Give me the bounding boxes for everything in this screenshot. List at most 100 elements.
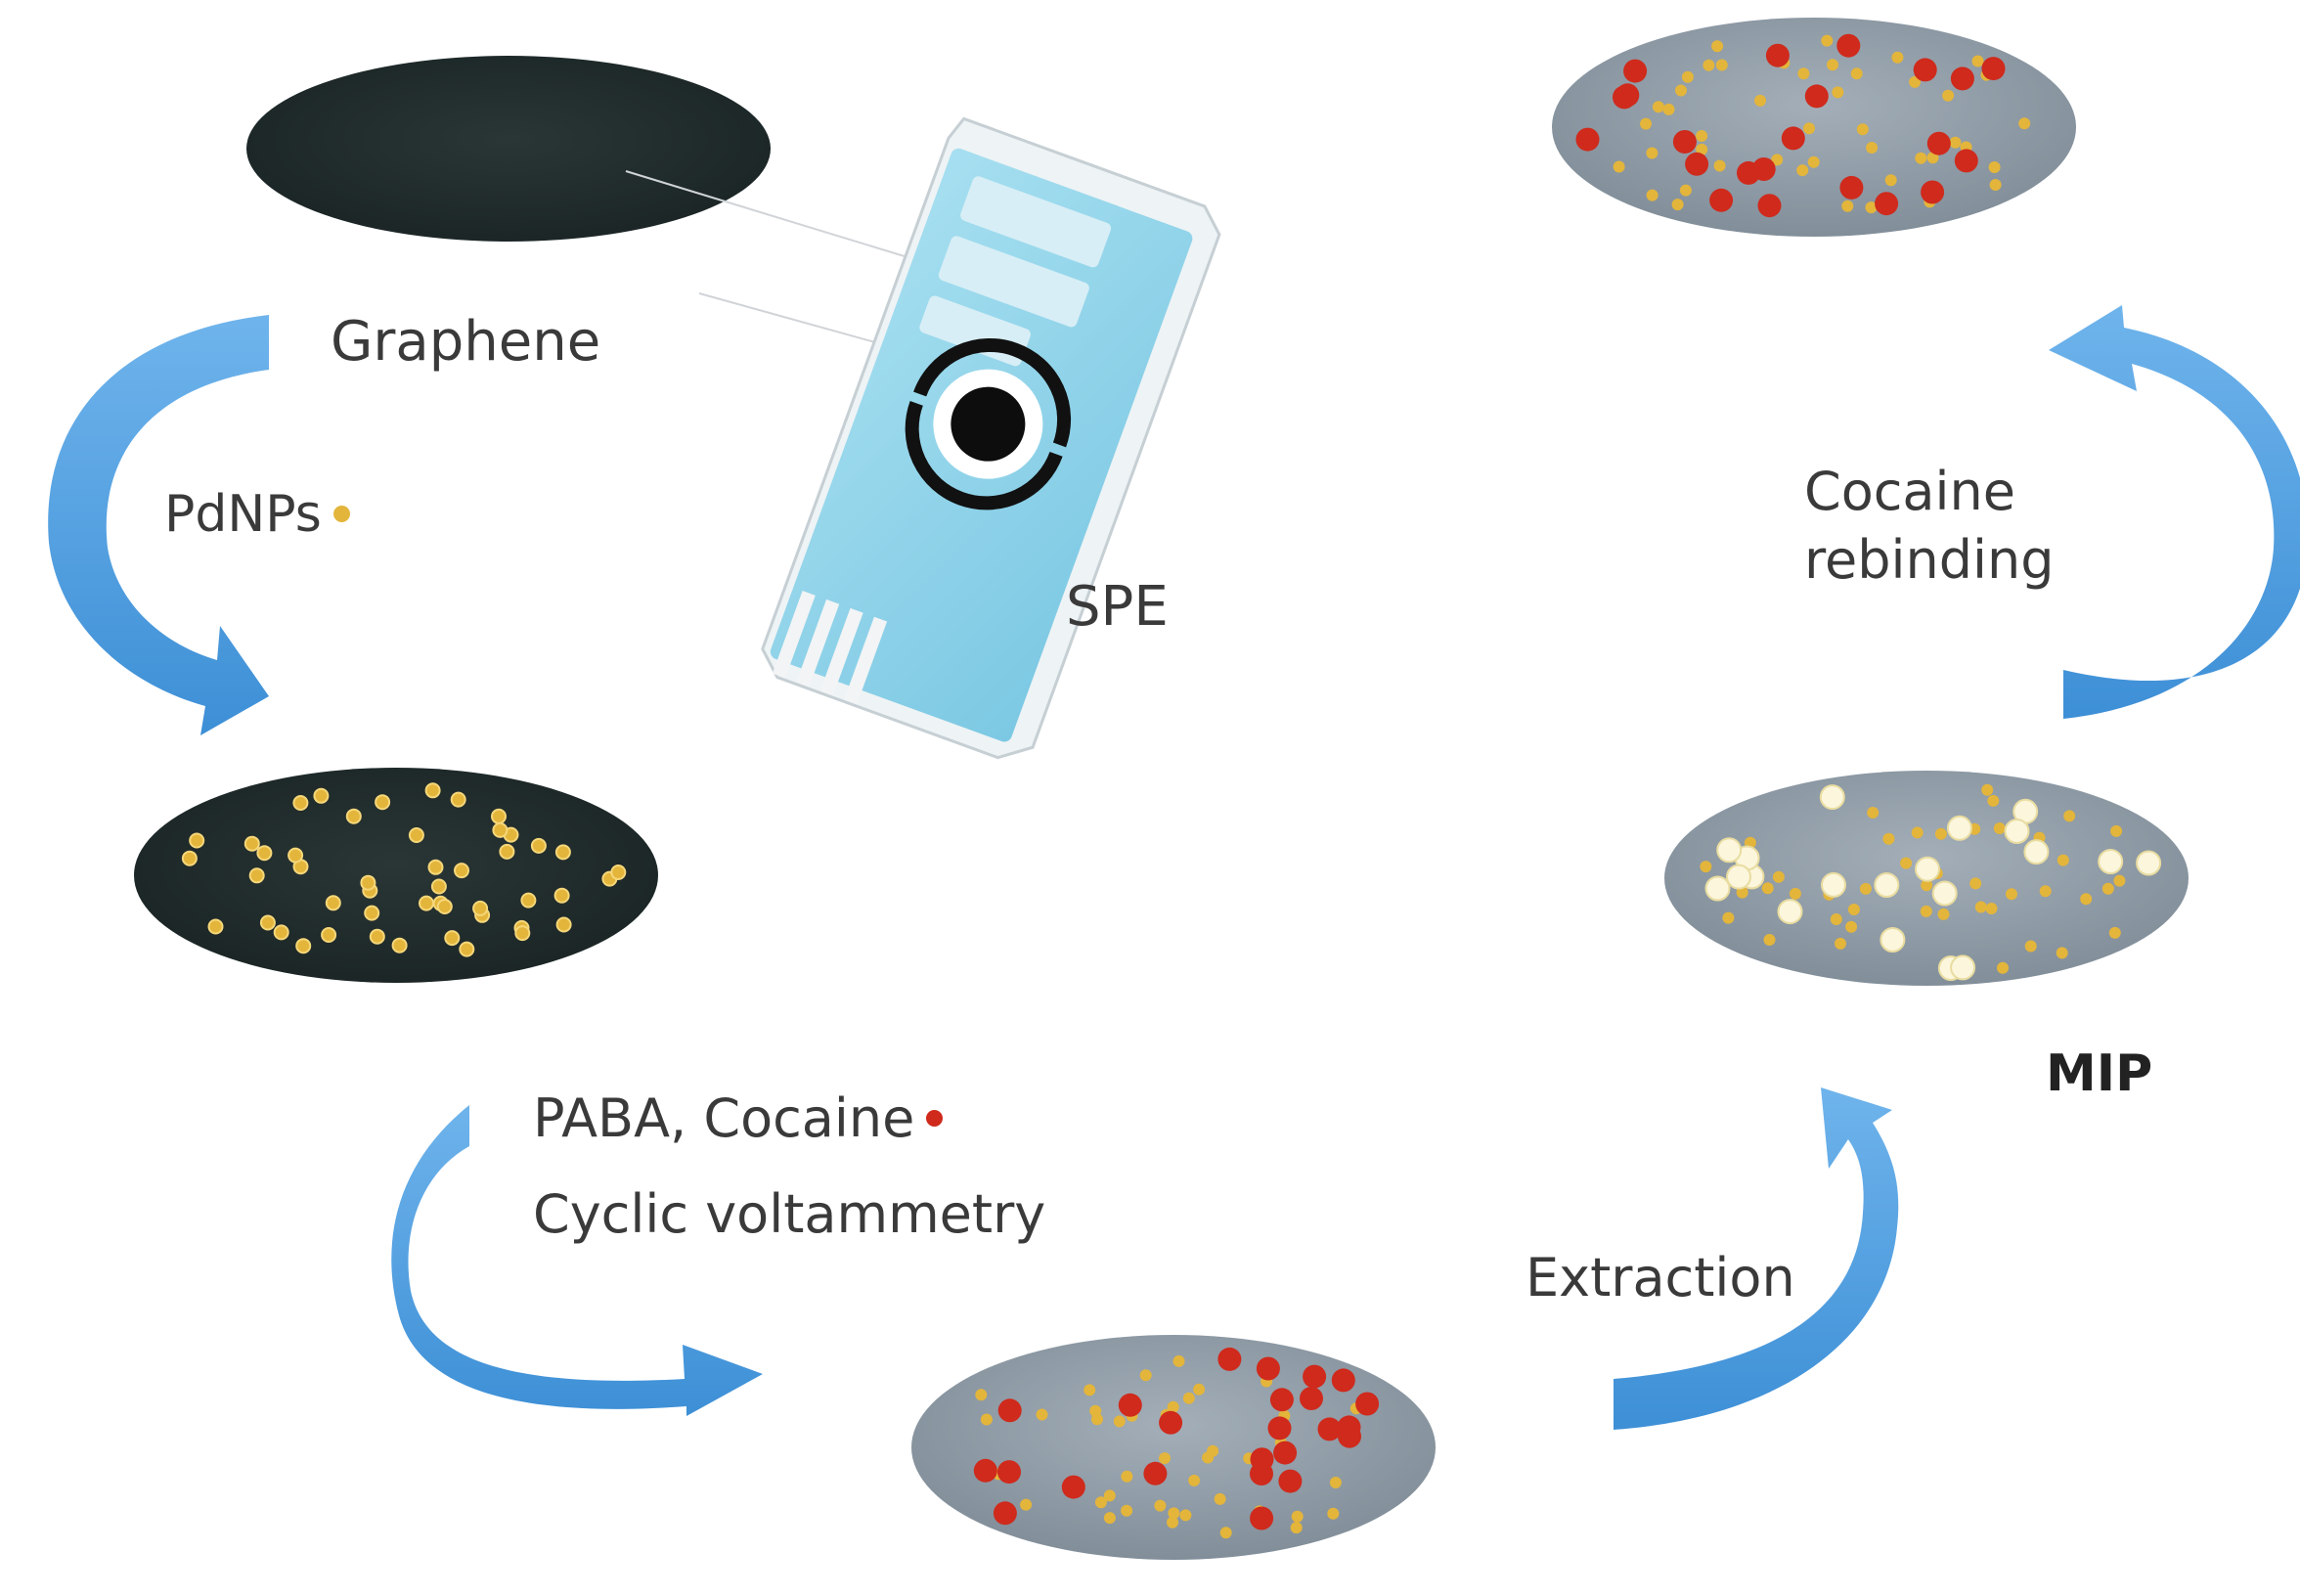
pdnp-dot [1987,794,2000,807]
pdnp-dot [1715,59,1728,71]
pdnp-dot [1867,807,1880,819]
pdnp-dot [1167,1516,1178,1529]
pdnp-dot [1911,826,1924,839]
cocaine-dot [997,1398,1022,1423]
pdnp-dot [1646,147,1659,159]
label-cocaine-line1: Cocaine [1804,461,2015,522]
pdnp-dot [1327,1507,1340,1520]
pdnp-dot [1921,879,1933,892]
pdnp-dot [1020,1498,1033,1511]
pdnp-dot [391,937,408,953]
pdnp-dot [273,924,289,941]
cocaine-dot [1250,1506,1274,1530]
pdnp-dot [1121,1470,1133,1483]
pdnp-dot [1761,882,1774,895]
pdnp-dot [1865,201,1878,214]
pdnp-dot [1771,154,1784,166]
pdnp-dot [2108,926,2121,939]
cavity-dot [1874,872,1900,898]
pdnp-dot [492,821,509,838]
pdnp-dot [2024,940,2037,953]
pdnp-dot [1703,59,1715,71]
pdnp-dot [1736,886,1748,899]
pdnp-dot [1113,1415,1126,1428]
pdnp-dot [1754,94,1766,107]
pdnp-dot [459,941,475,957]
pdnp-dot [369,928,385,945]
pdnp-dot [364,905,380,921]
cocaine-dot [1250,1447,1274,1472]
pdnp-dot [1847,904,1860,915]
cocaine-dot [1839,175,1864,200]
cocaine-dot [1355,1392,1380,1416]
pdnp-dot [1988,161,2001,173]
pdnp-dot [325,895,341,911]
pdnp-dot [375,794,391,811]
cocaine-dot [1804,84,1829,109]
cavity-dot [1880,927,1906,953]
pdnp-dot [1763,934,1776,946]
cocaine-dot [1623,59,1648,83]
cocaine-dot [1331,1368,1355,1393]
pdnp-dot [1652,101,1664,113]
pdnp-dot [1797,67,1810,80]
cocaine-dot [1267,1416,1292,1441]
pdnp-dot [454,863,469,879]
pdnp-dot [1121,1504,1133,1517]
pdnp-dot [419,895,434,911]
cocaine-dot [1118,1393,1142,1417]
pdnp-dot [427,859,444,875]
pdnp-dot [610,864,627,880]
pdnp-dot [248,867,265,884]
label-pdnps: PdNPs [164,489,350,540]
pdnp-dot [1942,89,1955,102]
label-extraction: Extraction [1526,1247,1795,1308]
pdnp-dot [1845,920,1858,933]
pdnp-dot [1613,160,1625,173]
pdnp-dot [2080,893,2093,906]
pdnp-dot [1679,184,1692,197]
pdnp-dot [980,1413,993,1426]
pdnp-dot [1993,822,2006,834]
pdnp-dot [1832,86,1844,99]
pdnp-dot [189,832,205,849]
mip-cavity-dots [1700,783,2162,981]
pdnp-dot [1821,34,1834,47]
pdnp-dot [1681,70,1694,83]
label-rebinding-line2: rebinding [1804,529,2055,592]
pdnp-dot [450,791,466,808]
cocaine-dot [1765,43,1790,67]
pdnp-dot [1850,67,1863,80]
cocaine-dot [1278,1469,1303,1493]
pdnp-dot [1937,908,1950,920]
pdnp-dot [1909,75,1922,88]
pdnp-dot [321,927,337,943]
cocaine-dot [1672,130,1697,154]
pdnp-dot [2113,874,2126,887]
cocaine-dot [1921,180,1945,204]
pdnp-dot [1934,827,1947,840]
pdnp-dot [1139,1369,1152,1382]
pdnp-dot [1036,1408,1048,1421]
cocaine-dot [1303,1364,1327,1389]
pdnp-dot [1084,1384,1096,1396]
pdnp-dot [1188,1474,1201,1486]
pdnp-dot [1640,117,1652,130]
pdnp-dot [1796,164,1809,177]
pdnp-dot [256,845,273,862]
cocaine-dot [993,1501,1017,1526]
pdnp-dot [313,787,330,804]
pdnp-dot [1182,1392,1195,1404]
pdnp-dot [1803,122,1815,135]
cocaine-dot [1061,1475,1085,1499]
cocaine-dot [1317,1417,1342,1441]
cavity-dot [1716,837,1743,864]
pdnp-dot [1202,1451,1215,1464]
cocaine-dot [973,1458,997,1483]
cavity-dot [2004,819,2030,844]
pdnp-dot [1159,1452,1171,1465]
pdnp-dot [1154,1499,1167,1512]
pdnp-dot [288,847,304,864]
pdnp-dot [1985,903,1998,914]
pdnp-dot [472,900,489,916]
